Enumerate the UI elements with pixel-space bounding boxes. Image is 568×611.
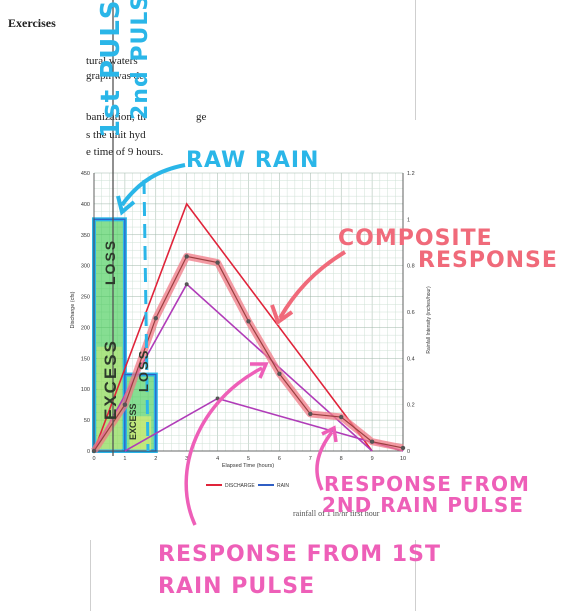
discharge-line xyxy=(93,202,373,452)
y2-tick-label: 0.6 xyxy=(407,310,415,316)
text-fragment-1: tural waters xyxy=(86,55,138,67)
composite-point xyxy=(122,402,128,407)
legend-label-rain: RAIN xyxy=(277,483,289,489)
y2-axis-label: Rainfall Intensity (inches/hour) xyxy=(426,286,432,354)
y2-tick-label: 0.2 xyxy=(407,403,415,409)
response-1st-peak xyxy=(184,282,189,287)
first-pulse-label: 1st PULSE xyxy=(96,0,126,138)
excess-label-2: EXCESS xyxy=(128,403,138,440)
excess-highlight xyxy=(129,416,152,451)
response-1st-arrow xyxy=(184,366,263,526)
response-2nd-line2: 2ND RAIN PULSE xyxy=(322,493,524,517)
x-tick-label: 6 xyxy=(278,456,281,462)
y-tick-label: 400 xyxy=(81,202,90,208)
x-tick-label: 10 xyxy=(400,456,406,462)
composite-point xyxy=(277,371,282,376)
composite-point xyxy=(184,254,189,259)
composite-point xyxy=(153,315,158,321)
x-axis-label: Elapsed Time (hours) xyxy=(222,463,274,469)
raw-rain-arrow xyxy=(120,163,186,207)
text-fragment-3: banization, th xyxy=(86,111,146,123)
composite-point xyxy=(246,319,251,324)
y-tick-label: 50 xyxy=(84,418,90,424)
loss-label-group-1: LOSS xyxy=(102,239,118,285)
section-header: Exercises xyxy=(8,16,56,30)
legend-label-discharge: DISCHARGE xyxy=(225,483,255,489)
y2-tick-label: 1 xyxy=(407,217,410,223)
composite-point xyxy=(400,445,406,451)
y-tick-label: 0 xyxy=(87,449,90,455)
x-tick-label: 1 xyxy=(123,456,126,462)
composite-label-line1: COMPOSITE xyxy=(338,226,493,251)
composite-point xyxy=(91,448,97,454)
composite-arrow xyxy=(278,250,347,319)
page-edge-line-bottom xyxy=(415,540,416,611)
x-tick-label: 3 xyxy=(185,456,188,462)
y2-tick-label: 0 xyxy=(407,449,410,455)
raw-rain-label: RAW RAIN xyxy=(186,148,320,173)
y-axis-label: Discharge (cfs) xyxy=(70,291,76,328)
y-tick-label: 150 xyxy=(81,356,90,362)
raw-rain-arrowhead xyxy=(116,195,136,216)
text-fragment-4: ge xyxy=(196,111,207,123)
excess-label: EXCESS xyxy=(101,339,120,420)
composite-point xyxy=(339,414,344,420)
response-1st-line2: RAIN PULSE xyxy=(158,574,316,599)
composite-label-line2: RESPONSE xyxy=(418,248,558,273)
response-2nd-line1: RESPONSE FROM xyxy=(324,472,530,496)
x-tick-label: 5 xyxy=(247,456,250,462)
text-fragment-8: rainfall of 1 in/hr first hour xyxy=(293,509,380,518)
excess-label-group-2: EXCESS xyxy=(128,403,138,440)
x-tick-label: 9 xyxy=(371,456,374,462)
x-tick-label: 0 xyxy=(92,456,95,462)
y-tick-label: 100 xyxy=(81,387,90,393)
annotation-arrows xyxy=(112,0,347,526)
y-tick-label: 250 xyxy=(81,295,90,301)
loss-label-1: LOSS xyxy=(102,239,118,285)
page-edge-line-left xyxy=(90,540,91,611)
loss-label-2: LOSS xyxy=(136,349,151,392)
x-tick-label: 2 xyxy=(154,456,157,462)
excess-label-group: EXCESS xyxy=(101,339,120,420)
response-2nd-arrow xyxy=(315,430,334,491)
second-pulse-dashed xyxy=(142,179,150,452)
x-tick-label: 4 xyxy=(216,456,219,462)
y-tick-label: 200 xyxy=(81,325,90,331)
response-1st-arrowhead xyxy=(250,362,269,379)
second-pulse-label: 2nd PULSE xyxy=(128,0,153,120)
response-1st-line1: RESPONSE FROM 1ST xyxy=(158,542,441,567)
composite-point xyxy=(369,439,375,444)
y2-tick-label: 0.4 xyxy=(407,356,415,362)
chart-grid xyxy=(93,172,404,452)
loss-label-group-2: LOSS xyxy=(136,349,151,392)
page-edge-line xyxy=(415,0,416,120)
composite-point xyxy=(308,411,313,417)
composite-arrowhead xyxy=(270,304,294,326)
response-2nd-arrowhead xyxy=(321,425,338,443)
x-tick-label: 7 xyxy=(309,456,312,462)
y2-tick-label: 1.2 xyxy=(407,171,415,177)
y-tick-label: 450 xyxy=(81,171,90,177)
y-tick-label: 300 xyxy=(81,264,90,270)
text-fragment-5: s the unit hyd xyxy=(86,129,146,141)
composite-point xyxy=(215,260,220,265)
y-tick-label: 350 xyxy=(81,233,90,239)
chart-axes xyxy=(93,173,404,452)
text-fragment-6: e time of 9 hours. xyxy=(86,146,164,158)
x-tick-label: 8 xyxy=(340,456,343,462)
y2-tick-label: 0.8 xyxy=(407,264,415,270)
text-fragment-2: graph was de xyxy=(86,70,145,82)
